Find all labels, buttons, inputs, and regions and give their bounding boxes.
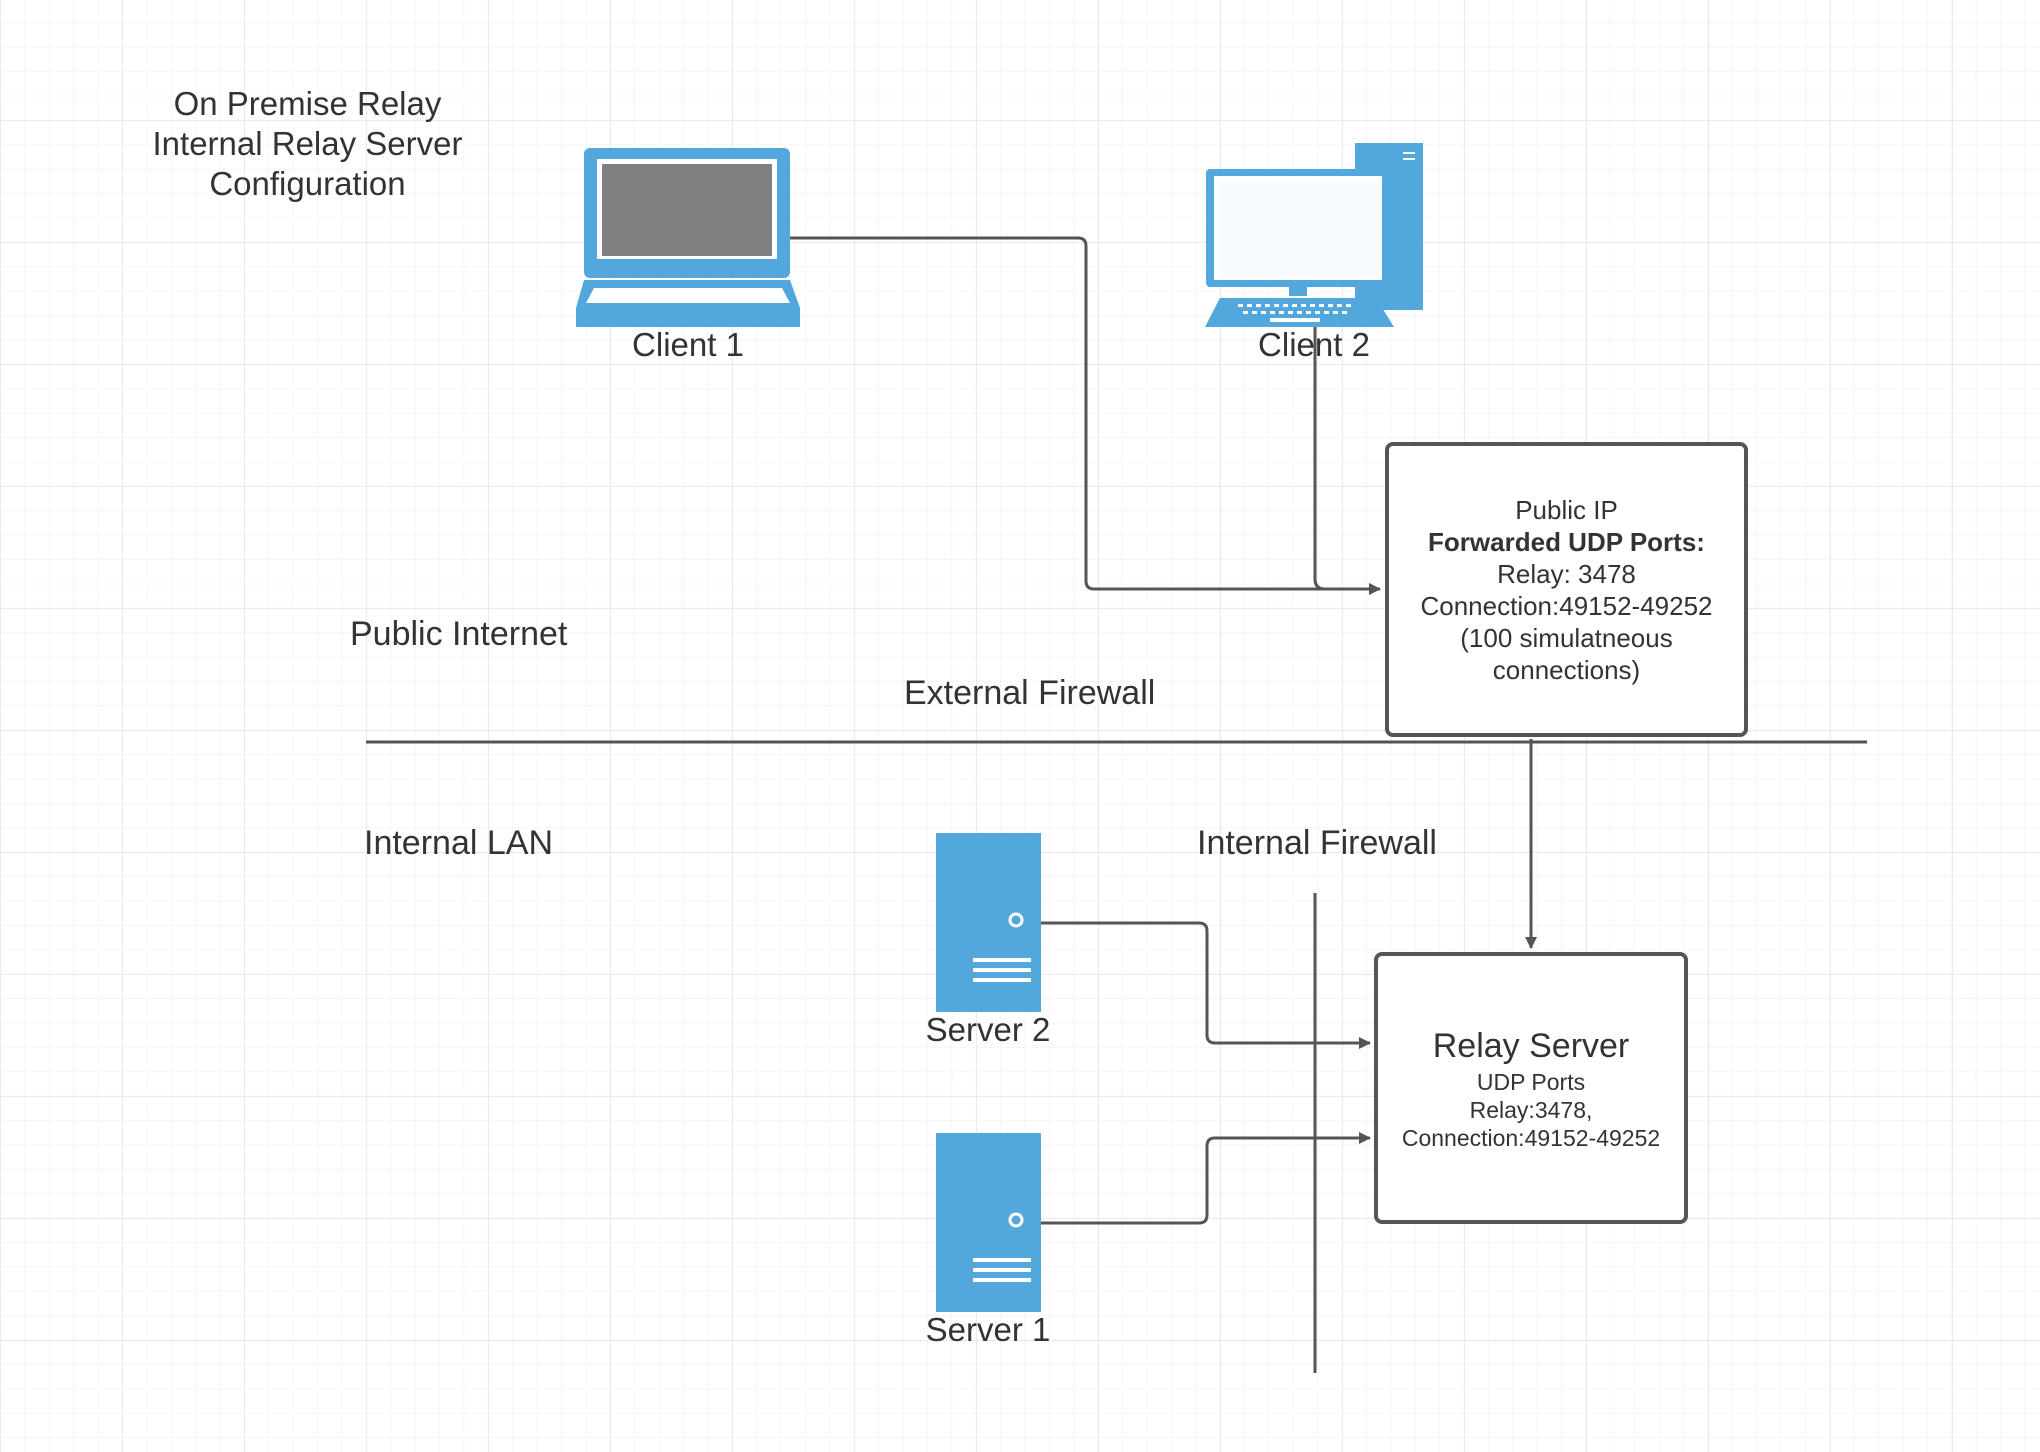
client2-label: Client 2 bbox=[1258, 326, 1370, 363]
server1-label: Server 1 bbox=[925, 1311, 1051, 1348]
udp-ports-line: UDP Ports bbox=[1476, 1069, 1586, 1095]
connection-ports-line: Connection:49152-49252 bbox=[1420, 590, 1713, 621]
client1-label: Client 1 bbox=[632, 326, 744, 363]
internal-firewall-label: Internal Firewall bbox=[1197, 824, 1437, 862]
connector-client1-to-public-ip bbox=[790, 236, 1381, 595]
server-icon bbox=[936, 833, 1041, 1012]
public-ip-line: Public IP bbox=[1515, 494, 1618, 525]
connections-note-line: connections) bbox=[1492, 654, 1641, 685]
connector-server2-to-relay bbox=[1041, 921, 1371, 1049]
title-line: On Premise Relay bbox=[173, 85, 442, 122]
connection-ports-line: Connection:49152-49252 bbox=[1401, 1125, 1661, 1151]
relay-server-box: Relay Server UDP Ports Relay:3478, Conne… bbox=[1374, 952, 1688, 1224]
desktop-computer-icon bbox=[1205, 143, 1423, 327]
connector-client2-to-public-ip bbox=[1313, 327, 1326, 591]
forwarded-ports-heading: Forwarded UDP Ports: bbox=[1428, 526, 1705, 557]
laptop-icon bbox=[576, 148, 800, 327]
connector-server1-to-relay bbox=[1041, 1132, 1371, 1225]
simultaneous-note-line: (100 simulatneous bbox=[1460, 622, 1673, 653]
public-internet-label: Public Internet bbox=[350, 615, 568, 653]
relay-port-line: Relay:3478, bbox=[1469, 1097, 1593, 1123]
title-line: Internal Relay Server bbox=[152, 125, 463, 162]
server-icon bbox=[936, 1133, 1041, 1312]
server2-label: Server 2 bbox=[925, 1011, 1051, 1048]
relay-server-title: Relay Server bbox=[1432, 1027, 1630, 1065]
internal-lan-label: Internal LAN bbox=[364, 824, 553, 862]
public-ip-box: Public IP Forwarded UDP Ports: Relay: 34… bbox=[1385, 442, 1748, 737]
external-firewall-label: External Firewall bbox=[904, 674, 1156, 712]
relay-port-line: Relay: 3478 bbox=[1497, 558, 1636, 589]
diagram-title: On Premise Relay Internal Relay Server C… bbox=[110, 84, 505, 204]
title-line: Configuration bbox=[209, 165, 406, 202]
